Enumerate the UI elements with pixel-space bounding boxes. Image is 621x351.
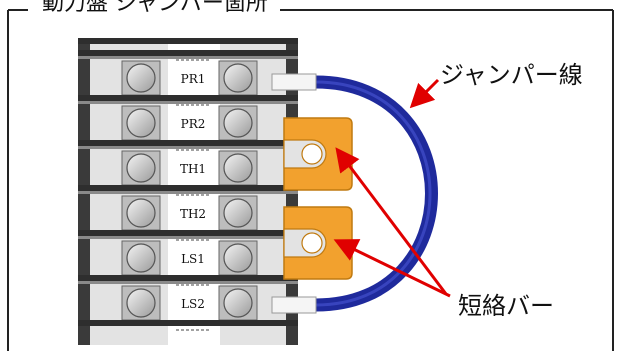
arrow-short-bar-lower [333, 239, 451, 298]
terminal-label: TH2 [180, 207, 206, 221]
row-separator-shadow [78, 146, 298, 149]
screw-right-ls1 [223, 243, 253, 273]
screw-left-pr1 [126, 63, 156, 93]
terminal-row-th1: TH1 [78, 140, 298, 186]
arrow-short-bar-upper [335, 147, 448, 295]
jumper-wire [271, 73, 438, 314]
callout-jumper-wire: ジャンパー線 [440, 61, 583, 89]
diagram-title: 動力盤 ジャンパー箇所 [30, 0, 280, 18]
terminal-row-ls1: LS1 [78, 230, 298, 276]
arrow-jumper-wire [409, 78, 440, 109]
row-separator [78, 275, 298, 281]
row-separator [78, 140, 298, 146]
screw-right-th2 [223, 198, 253, 228]
callout-short-bar: 短絡バー [458, 292, 554, 320]
row-separator-shadow [78, 236, 298, 239]
screw-left-th1 [126, 153, 156, 183]
row-separator [78, 95, 298, 101]
screw-left-ls2 [126, 288, 156, 318]
row-separator-shadow [78, 191, 298, 194]
terminal-label: TH1 [180, 162, 206, 176]
screw-left-th2 [126, 198, 156, 228]
row-separator [78, 50, 298, 56]
row-separator-shadow [78, 101, 298, 104]
screw-left-ls1 [126, 243, 156, 273]
screw-right-th1 [223, 153, 253, 183]
short-bar-lower [283, 206, 353, 280]
row-separator [78, 230, 298, 236]
separator-bottom [78, 320, 298, 326]
terminal-label: LS1 [181, 252, 205, 266]
wire-sleeve-top [271, 73, 317, 91]
wire-sleeve-bottom [271, 296, 317, 314]
row-separator [78, 185, 298, 191]
screw-right-ls2 [223, 288, 253, 318]
terminal-label: LS2 [181, 297, 205, 311]
terminal-row-ls2: LS2 [78, 275, 298, 321]
row-separator-shadow [78, 56, 298, 59]
short-bar-upper [283, 117, 353, 191]
screw-left-pr2 [126, 108, 156, 138]
terminal-label: PR2 [181, 117, 206, 131]
terminal-row-th2: TH2 [78, 185, 298, 231]
row-separator-shadow [78, 281, 298, 284]
screw-right-pr2 [223, 108, 253, 138]
screw-right-pr1 [223, 63, 253, 93]
callout-arrows [333, 78, 451, 298]
separator-top [78, 38, 298, 44]
terminal-label: PR1 [181, 72, 206, 86]
terminal-row-pr1: PR1 [78, 50, 298, 96]
